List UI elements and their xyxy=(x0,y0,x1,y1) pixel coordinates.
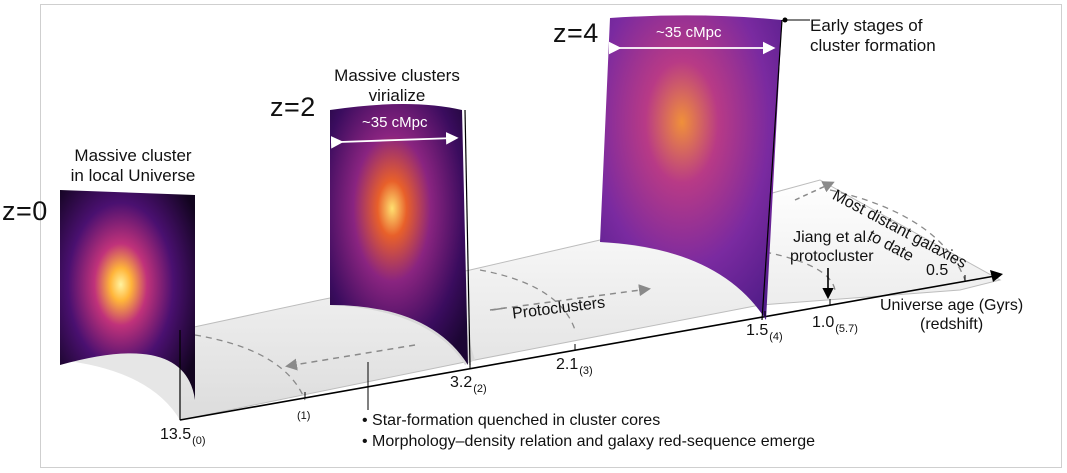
dashed-arc-2 xyxy=(479,269,576,331)
scale-label-z2: ~35 cMpc xyxy=(362,114,428,131)
dashed-arc-1 xyxy=(194,334,306,401)
caption-z0-line1: Massive cluster xyxy=(74,146,192,165)
arrow-protoclusters-left xyxy=(491,307,506,311)
jiang-label: Jiang et al. protocluster xyxy=(790,228,874,266)
dashed-arc-4 xyxy=(829,189,966,281)
tick-label-2-1: 2.1(3) xyxy=(556,356,593,377)
axis-title: Universe age (Gyrs) (redshift) xyxy=(880,296,1023,334)
z0-label: z=0 xyxy=(2,196,48,226)
panel-z2-edge xyxy=(464,109,471,366)
timeline-axis xyxy=(179,275,996,421)
bullet-item: • Star-formation quenched in cluster cor… xyxy=(362,412,661,429)
arrow-most-distant xyxy=(794,181,835,201)
sim-panel-z2 xyxy=(330,104,468,365)
scale-label-z4: ~35 cMpc xyxy=(656,24,722,41)
timeline-floor xyxy=(179,179,1002,421)
tick-label-13-5: 13.5(0) xyxy=(160,426,206,447)
caption-z0-line2: in local Universe xyxy=(70,166,196,185)
z4-label: z=4 xyxy=(553,18,599,48)
sim-panel-z0 xyxy=(60,190,195,400)
caption-z0: Massive cluster in local Universe xyxy=(58,146,208,186)
jiang-line2: protocluster xyxy=(790,248,874,265)
z2-label: z=2 xyxy=(270,92,316,122)
arrow-protoclusters xyxy=(489,284,651,311)
scale-bar-z2 xyxy=(330,132,459,149)
caption-z2-line2: virialize xyxy=(368,86,426,105)
early-stages-dot xyxy=(782,17,788,23)
caption-z4-line1: Early stages of xyxy=(810,16,923,35)
axis-arrowhead xyxy=(990,270,1003,282)
caption-z2-line1: Massive clusters xyxy=(334,66,460,85)
dashed-arc-3 xyxy=(764,251,836,291)
tick-label-0-5: 0.5 xyxy=(926,262,949,279)
tick-label-3-2: 3.2(2) xyxy=(450,374,487,395)
axis-title-line1: Universe age (Gyrs) xyxy=(880,297,1024,314)
caption-z2: Massive clusters virialize xyxy=(322,66,472,106)
tick-label-1-0: 1.0(5.7) xyxy=(812,314,858,335)
panel-z4-edge xyxy=(761,19,783,321)
bullet-text-2: Morphology–density relation and galaxy r… xyxy=(372,433,815,450)
tick-label-1-5: 1.5(4) xyxy=(746,322,783,343)
figure-border xyxy=(40,4,1062,468)
sim-panel-z4 xyxy=(600,15,782,321)
caption-z4-line2: cluster formation xyxy=(810,36,936,55)
tick-label-1: (1) xyxy=(297,410,311,422)
bullet-list: • Star-formation quenched in cluster cor… xyxy=(362,410,815,452)
caption-z4: Early stages of cluster formation xyxy=(810,16,960,56)
bullet-text-1: Star-formation quenched in cluster cores xyxy=(372,412,661,429)
axis-title-line2: (redshift) xyxy=(920,316,984,333)
jiang-line1: Jiang et al. xyxy=(793,229,871,246)
bullet-item: • Morphology–density relation and galaxy… xyxy=(362,433,815,450)
